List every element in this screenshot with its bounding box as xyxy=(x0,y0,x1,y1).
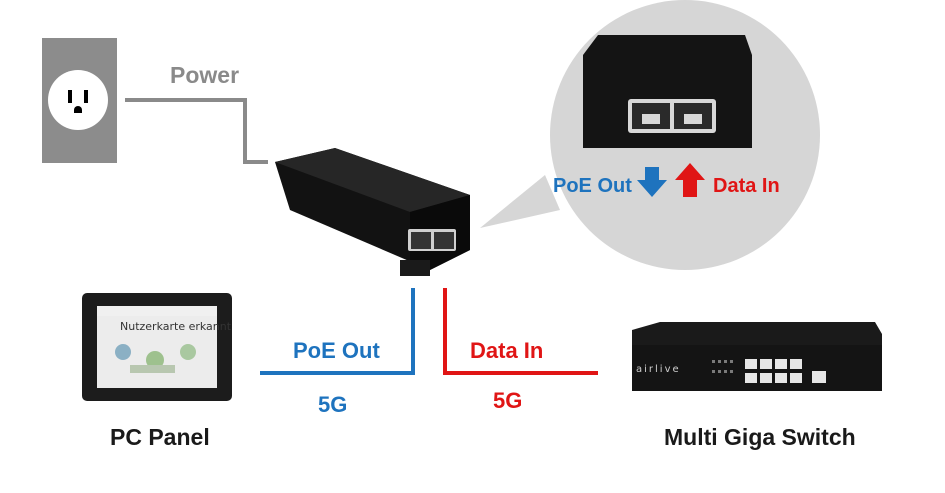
power-label: Power xyxy=(170,62,240,88)
arrow-down-icon xyxy=(637,167,667,197)
switch-label: Multi Giga Switch xyxy=(664,424,856,450)
callout-poe-out-label: PoE Out xyxy=(553,175,632,197)
power-outlet-icon xyxy=(42,38,117,163)
poe-injector-icon xyxy=(275,148,470,276)
switch-brand: airlive xyxy=(636,364,681,375)
injector-closeup xyxy=(583,35,752,148)
pc-panel-screen-title: Nutzerkarte erkannt xyxy=(120,320,232,333)
pc-panel-icon xyxy=(82,293,232,401)
poe-out-label: PoE Out xyxy=(293,338,380,363)
poe-out-cable xyxy=(260,288,415,375)
pc-panel-label: PC Panel xyxy=(110,424,210,450)
network-switch-icon xyxy=(632,322,882,391)
poe-speed-label: 5G xyxy=(318,392,348,417)
arrow-up-icon xyxy=(675,163,705,197)
data-speed-label: 5G xyxy=(493,388,523,413)
callout-data-in-label: Data In xyxy=(713,175,780,197)
data-in-cable xyxy=(443,288,598,375)
power-cable xyxy=(125,98,268,164)
data-in-label: Data In xyxy=(470,338,544,363)
